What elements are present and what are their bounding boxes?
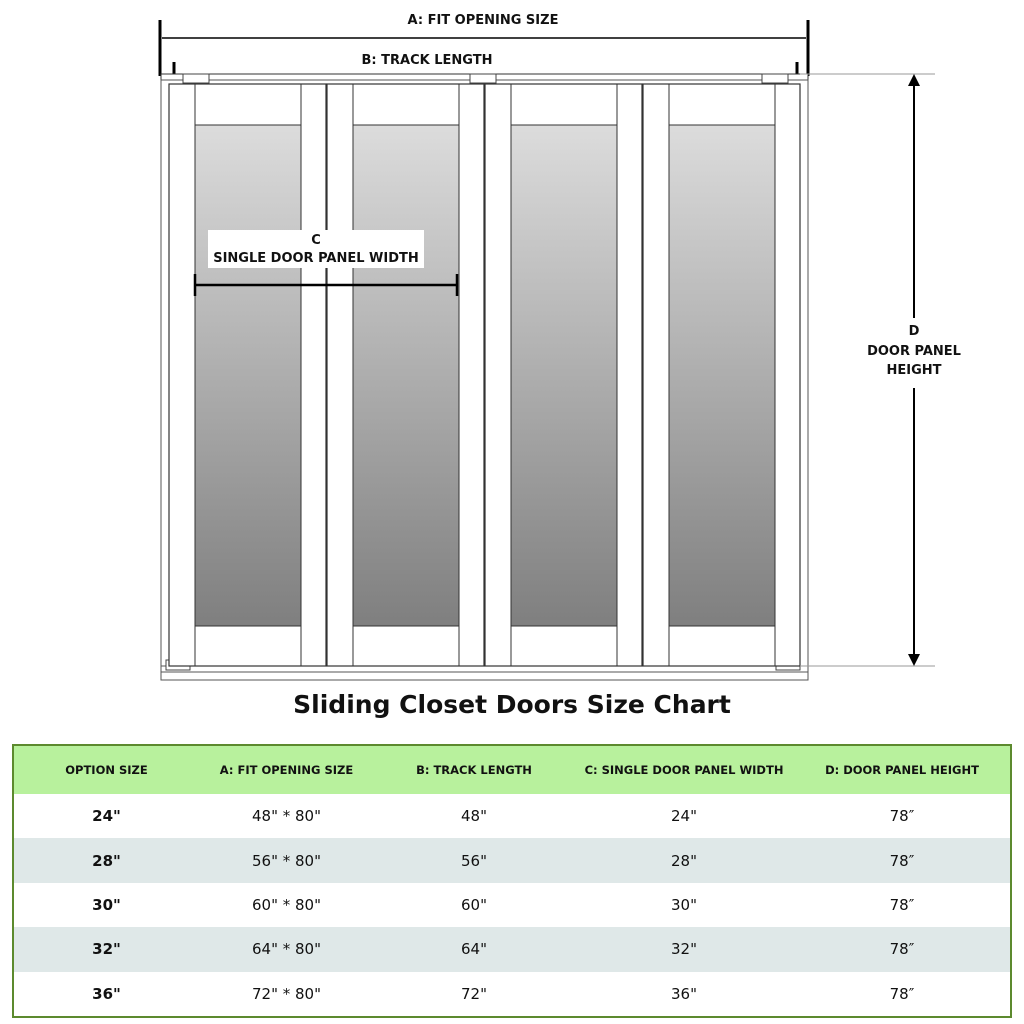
track-length-cell: 56"	[374, 838, 574, 883]
door-panel	[484, 83, 643, 667]
fit-opening-cell: 60" * 80"	[199, 882, 374, 928]
panel-height-label-line1: DOOR PANEL	[867, 344, 961, 359]
fit-opening-cell: 48" * 80"	[199, 794, 374, 839]
table-row: 30" 60" * 80" 60" 30" 78″	[13, 882, 1011, 928]
option-size-cell: 24"	[13, 794, 199, 839]
fit-opening-label: A: FIT OPENING SIZE	[408, 13, 559, 28]
panel-height-label-line2: HEIGHT	[886, 363, 941, 378]
option-size-cell: 36"	[13, 971, 199, 1017]
size-chart-title: Sliding Closet Doors Size Chart	[293, 690, 731, 719]
door-panel	[168, 83, 327, 667]
column-header-panel-height: D: DOOR PANEL HEIGHT	[794, 745, 1011, 794]
door-panel	[326, 83, 485, 667]
option-size-cell: 30"	[13, 882, 199, 928]
panel-width-letter: C	[311, 233, 321, 248]
track-length-cell: 72"	[374, 971, 574, 1017]
panel-width-cell: 32"	[574, 927, 794, 972]
panel-width-dimension: C SINGLE DOOR PANEL WIDTH	[193, 230, 459, 296]
table-row: 24" 48" * 80" 48" 24" 78″	[13, 794, 1011, 839]
track-length-label: B: TRACK LENGTH	[362, 53, 493, 68]
panel-height-letter: D	[909, 324, 920, 339]
panel-height-cell: 78″	[794, 838, 1011, 883]
fit-opening-cell: 56" * 80"	[199, 838, 374, 883]
column-header-fit-opening: A: FIT OPENING SIZE	[199, 745, 374, 794]
table-row: 32" 64" * 80" 64" 32" 78″	[13, 927, 1011, 972]
fit-opening-cell: 72" * 80"	[199, 971, 374, 1017]
door-panel	[642, 83, 801, 667]
size-chart-table: OPTION SIZE A: FIT OPENING SIZE B: TRACK…	[12, 744, 1012, 1018]
panel-width-cell: 24"	[574, 794, 794, 839]
table-header-row: OPTION SIZE A: FIT OPENING SIZE B: TRACK…	[13, 745, 1011, 794]
panel-height-cell: 78″	[794, 882, 1011, 928]
panel-height-cell: 78″	[794, 794, 1011, 839]
panel-height-dimension: D DOOR PANEL HEIGHT	[800, 73, 961, 667]
track-length-cell: 48"	[374, 794, 574, 839]
column-header-track-length: B: TRACK LENGTH	[374, 745, 574, 794]
panel-width-cell: 36"	[574, 971, 794, 1017]
option-size-cell: 28"	[13, 838, 199, 883]
table-row: 28" 56" * 80" 56" 28" 78″	[13, 838, 1011, 883]
track-length-cell: 60"	[374, 882, 574, 928]
track-length-cell: 64"	[374, 927, 574, 972]
panel-height-cell: 78″	[794, 971, 1011, 1017]
panel-width-cell: 28"	[574, 838, 794, 883]
column-header-option-size: OPTION SIZE	[13, 745, 199, 794]
door-dimension-diagram: A: FIT OPENING SIZE B: TRACK LENGTH	[158, 13, 961, 681]
table-row: 36" 72" * 80" 72" 36" 78″	[13, 971, 1011, 1017]
fit-opening-dimension: A: FIT OPENING SIZE	[158, 13, 810, 76]
column-header-panel-width: C: SINGLE DOOR PANEL WIDTH	[574, 745, 794, 794]
option-size-cell: 32"	[13, 927, 199, 972]
panel-height-cell: 78″	[794, 927, 1011, 972]
panel-width-cell: 30"	[574, 882, 794, 928]
panel-width-label: SINGLE DOOR PANEL WIDTH	[213, 251, 419, 266]
fit-opening-cell: 64" * 80"	[199, 927, 374, 972]
